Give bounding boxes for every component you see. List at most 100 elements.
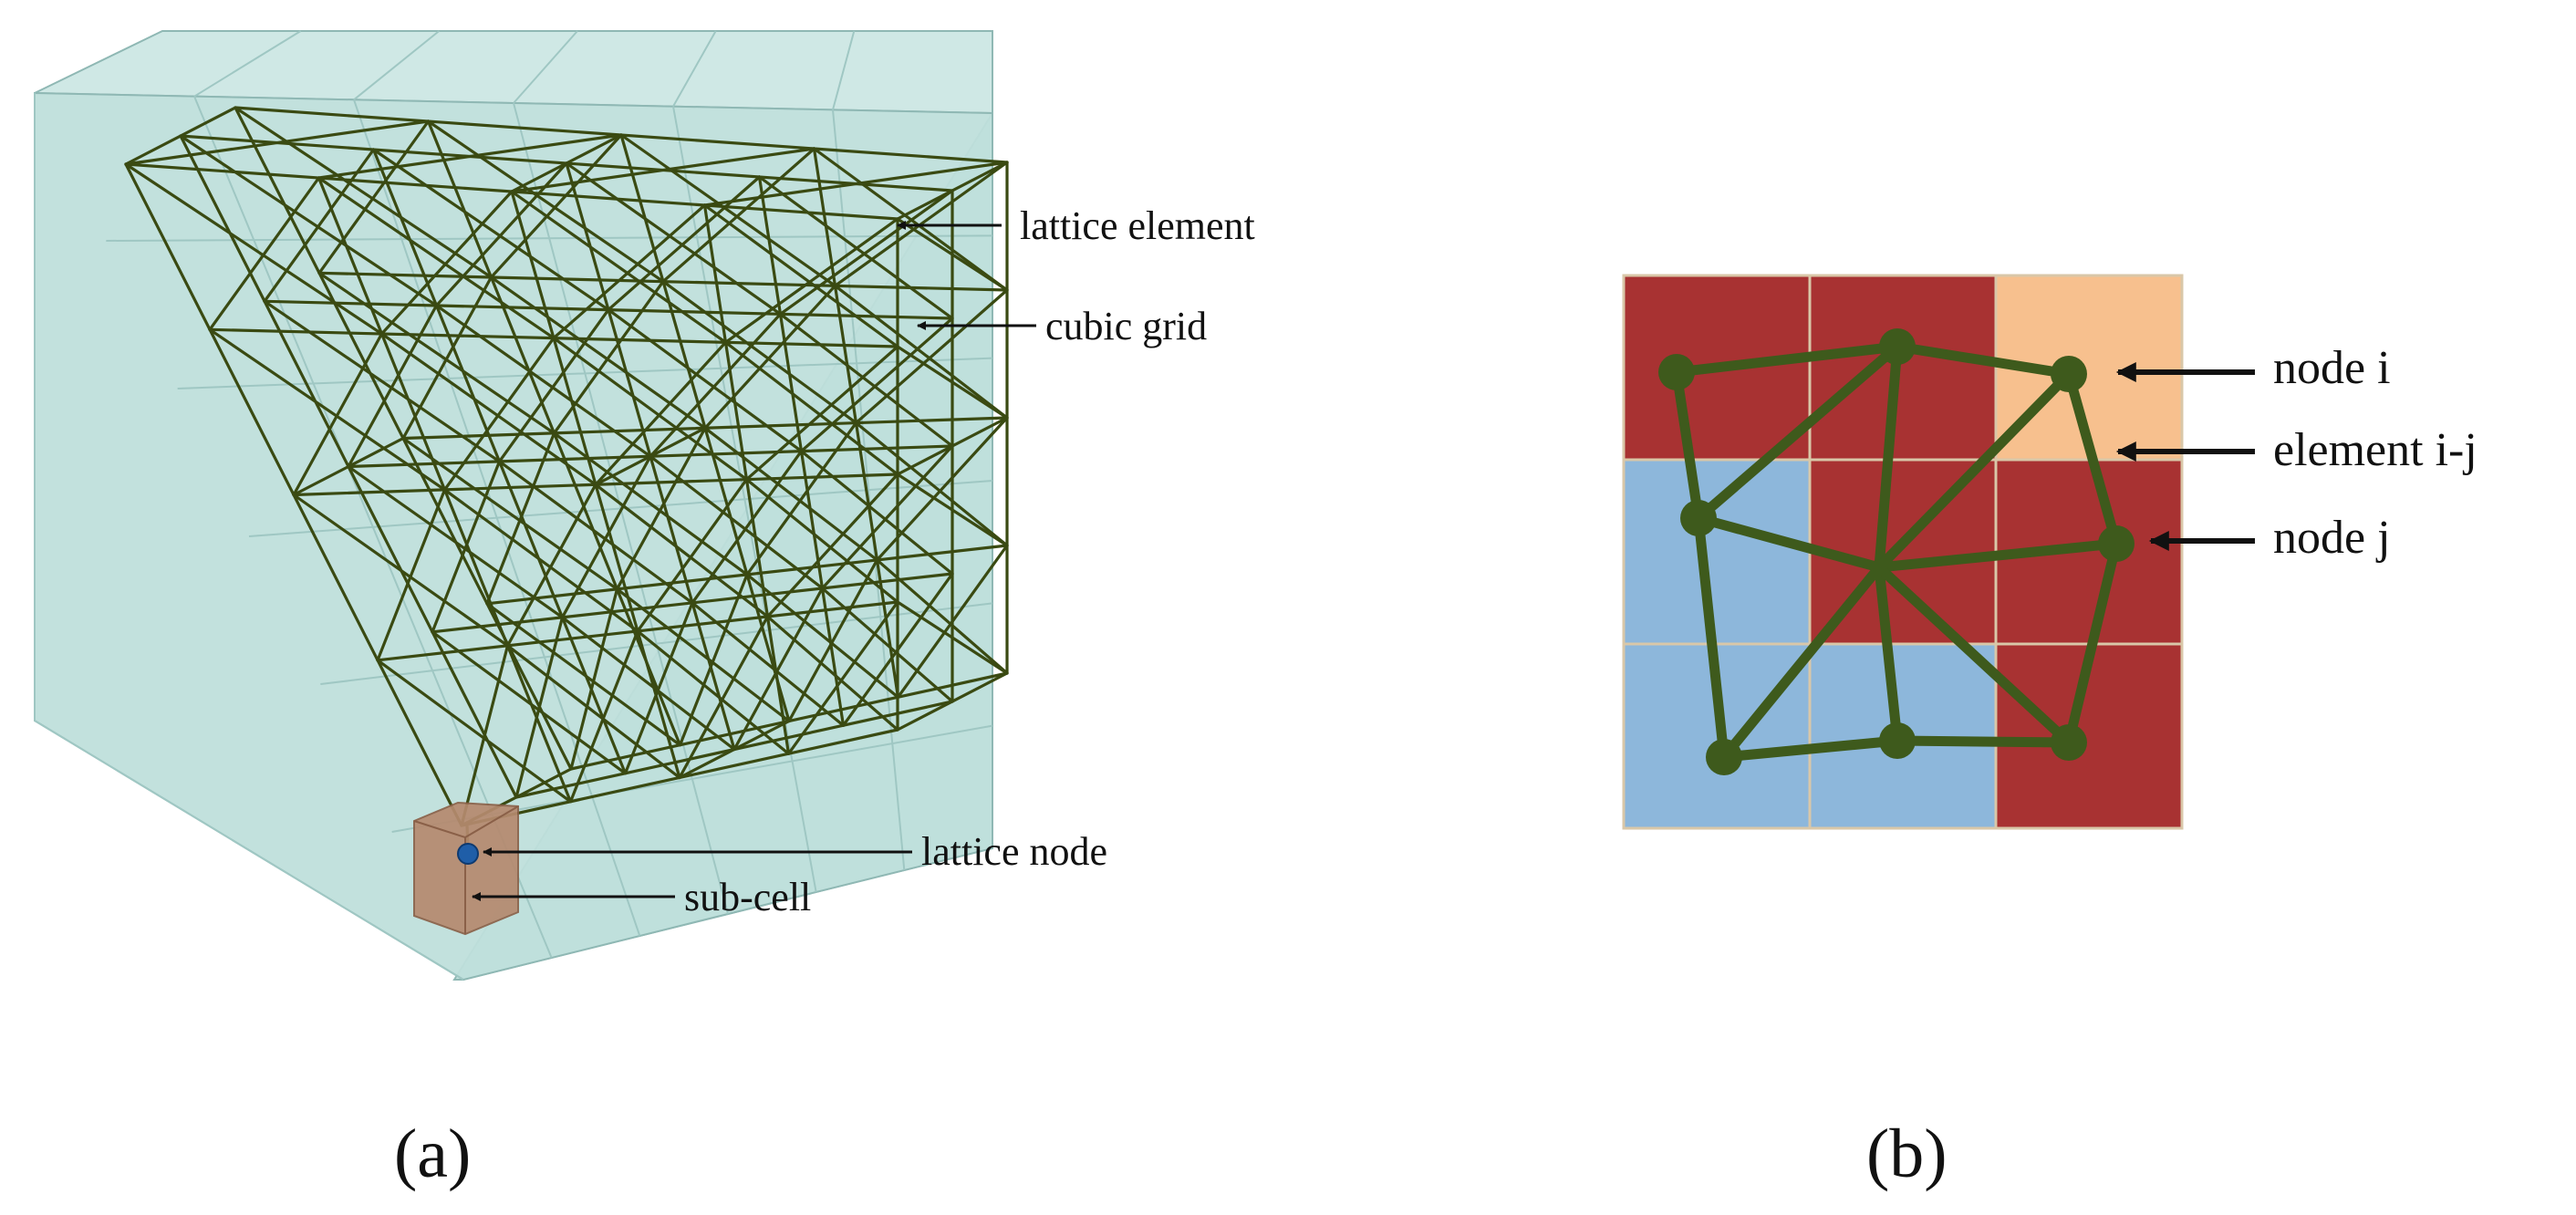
lattice-element [723, 217, 899, 344]
lattice-element [702, 161, 1009, 207]
lattice-element [317, 176, 556, 340]
lattice-element [732, 587, 825, 752]
mesh-node [1658, 354, 1695, 390]
lattice-element [875, 558, 1009, 675]
lattice-element [896, 600, 1009, 675]
label-cubic-grid: cubic grid [1045, 304, 1207, 348]
lattice-element [292, 436, 405, 497]
lattice-element [841, 572, 954, 727]
lattice-element [702, 203, 899, 348]
mesh-node [1879, 328, 1916, 365]
lattice-element [615, 587, 791, 723]
lattice-element [723, 340, 899, 476]
lattice-element [263, 148, 376, 303]
lattice-element [317, 133, 623, 180]
mesh-element [1874, 562, 1903, 746]
mesh-element [1693, 341, 1903, 524]
cube-grid-line [832, 30, 856, 110]
cube-edge [34, 720, 464, 981]
caption-b: (b) [1866, 1116, 1948, 1192]
cube-grid-line [513, 30, 578, 104]
lattice-element [896, 217, 1009, 292]
lattice-element [376, 659, 573, 804]
cube-grid-line [353, 30, 440, 101]
mesh-element [1719, 735, 1903, 763]
label-node-i: node i [2273, 342, 2391, 394]
lattice-element [489, 133, 623, 279]
lattice-element [431, 630, 628, 775]
lattice-element [347, 304, 439, 469]
mesh-element [2063, 369, 2122, 549]
lattice-element [703, 284, 837, 430]
lattice-element [485, 602, 682, 747]
lattice-element [317, 119, 431, 275]
lattice-element [623, 601, 694, 775]
mesh-element [1874, 562, 2074, 748]
lattice-element [426, 119, 665, 284]
lattice-element [179, 134, 439, 307]
lattice-element [234, 106, 493, 279]
lattice-element [854, 421, 1009, 547]
lattice-element [778, 189, 954, 316]
lattice-element [799, 317, 954, 453]
lattice-element [661, 147, 816, 284]
lattice-element [560, 454, 652, 619]
lattice-element [833, 284, 1009, 420]
mesh-node [1871, 559, 1887, 576]
mesh-element [1671, 341, 1903, 378]
lattice-element [607, 308, 804, 453]
lattice-element [208, 327, 447, 492]
lattice-element [552, 203, 707, 340]
label-lattice-node: lattice node [921, 829, 1107, 874]
mesh-element [1874, 369, 2074, 573]
lattice-element [124, 119, 431, 166]
panel-a-cubic-lattice: lattice element cubic grid lattice node … [34, 30, 1255, 1192]
lattice-element [778, 312, 954, 448]
lattice-element [376, 488, 447, 662]
grid-cell [1622, 458, 1812, 646]
lattice-element [896, 345, 1009, 420]
mesh-element [1693, 513, 1885, 573]
mesh-node [1680, 500, 1717, 536]
lattice-element [505, 483, 597, 648]
lattice-element [379, 190, 514, 336]
lattice-element [703, 426, 879, 562]
cube-grid-line [672, 30, 717, 108]
sub-cell-box [413, 801, 519, 936]
lattice-element [661, 280, 858, 425]
lattice-element [678, 573, 749, 747]
mesh-elements [1671, 341, 2122, 763]
lattice-element [786, 600, 899, 755]
lattice-element [619, 133, 837, 287]
lattice-element [552, 280, 665, 435]
lattice-element [896, 671, 1009, 732]
lattice-node-dot [457, 843, 479, 865]
lattice-element [510, 133, 623, 193]
lattice-element [292, 332, 384, 497]
lattice-element [787, 558, 879, 723]
lattice-element [560, 616, 736, 752]
lattice-element [765, 615, 899, 732]
caption-a: (a) [394, 1116, 471, 1192]
mesh-node [1706, 739, 1742, 775]
lattice-element [401, 275, 493, 441]
lattice-element [691, 601, 846, 727]
lattice-element [371, 148, 610, 312]
mesh-nodes [1658, 328, 2135, 775]
label-sub-cell: sub-cell [684, 875, 811, 919]
lattice-element [263, 299, 502, 463]
lattice-element [442, 488, 639, 633]
cube-grid-line [193, 30, 302, 98]
grid-cell [1808, 274, 1998, 462]
lattice-element [497, 460, 694, 605]
lattice-element [896, 416, 1009, 476]
lattice-element [607, 175, 762, 312]
lattice-element [208, 176, 321, 331]
lattice-element [594, 340, 728, 486]
label-node-j: node j [2273, 512, 2391, 564]
mesh-node [2051, 356, 2087, 392]
lattice-element [485, 431, 556, 606]
lattice-element [565, 161, 783, 316]
lattice-element [489, 275, 707, 430]
